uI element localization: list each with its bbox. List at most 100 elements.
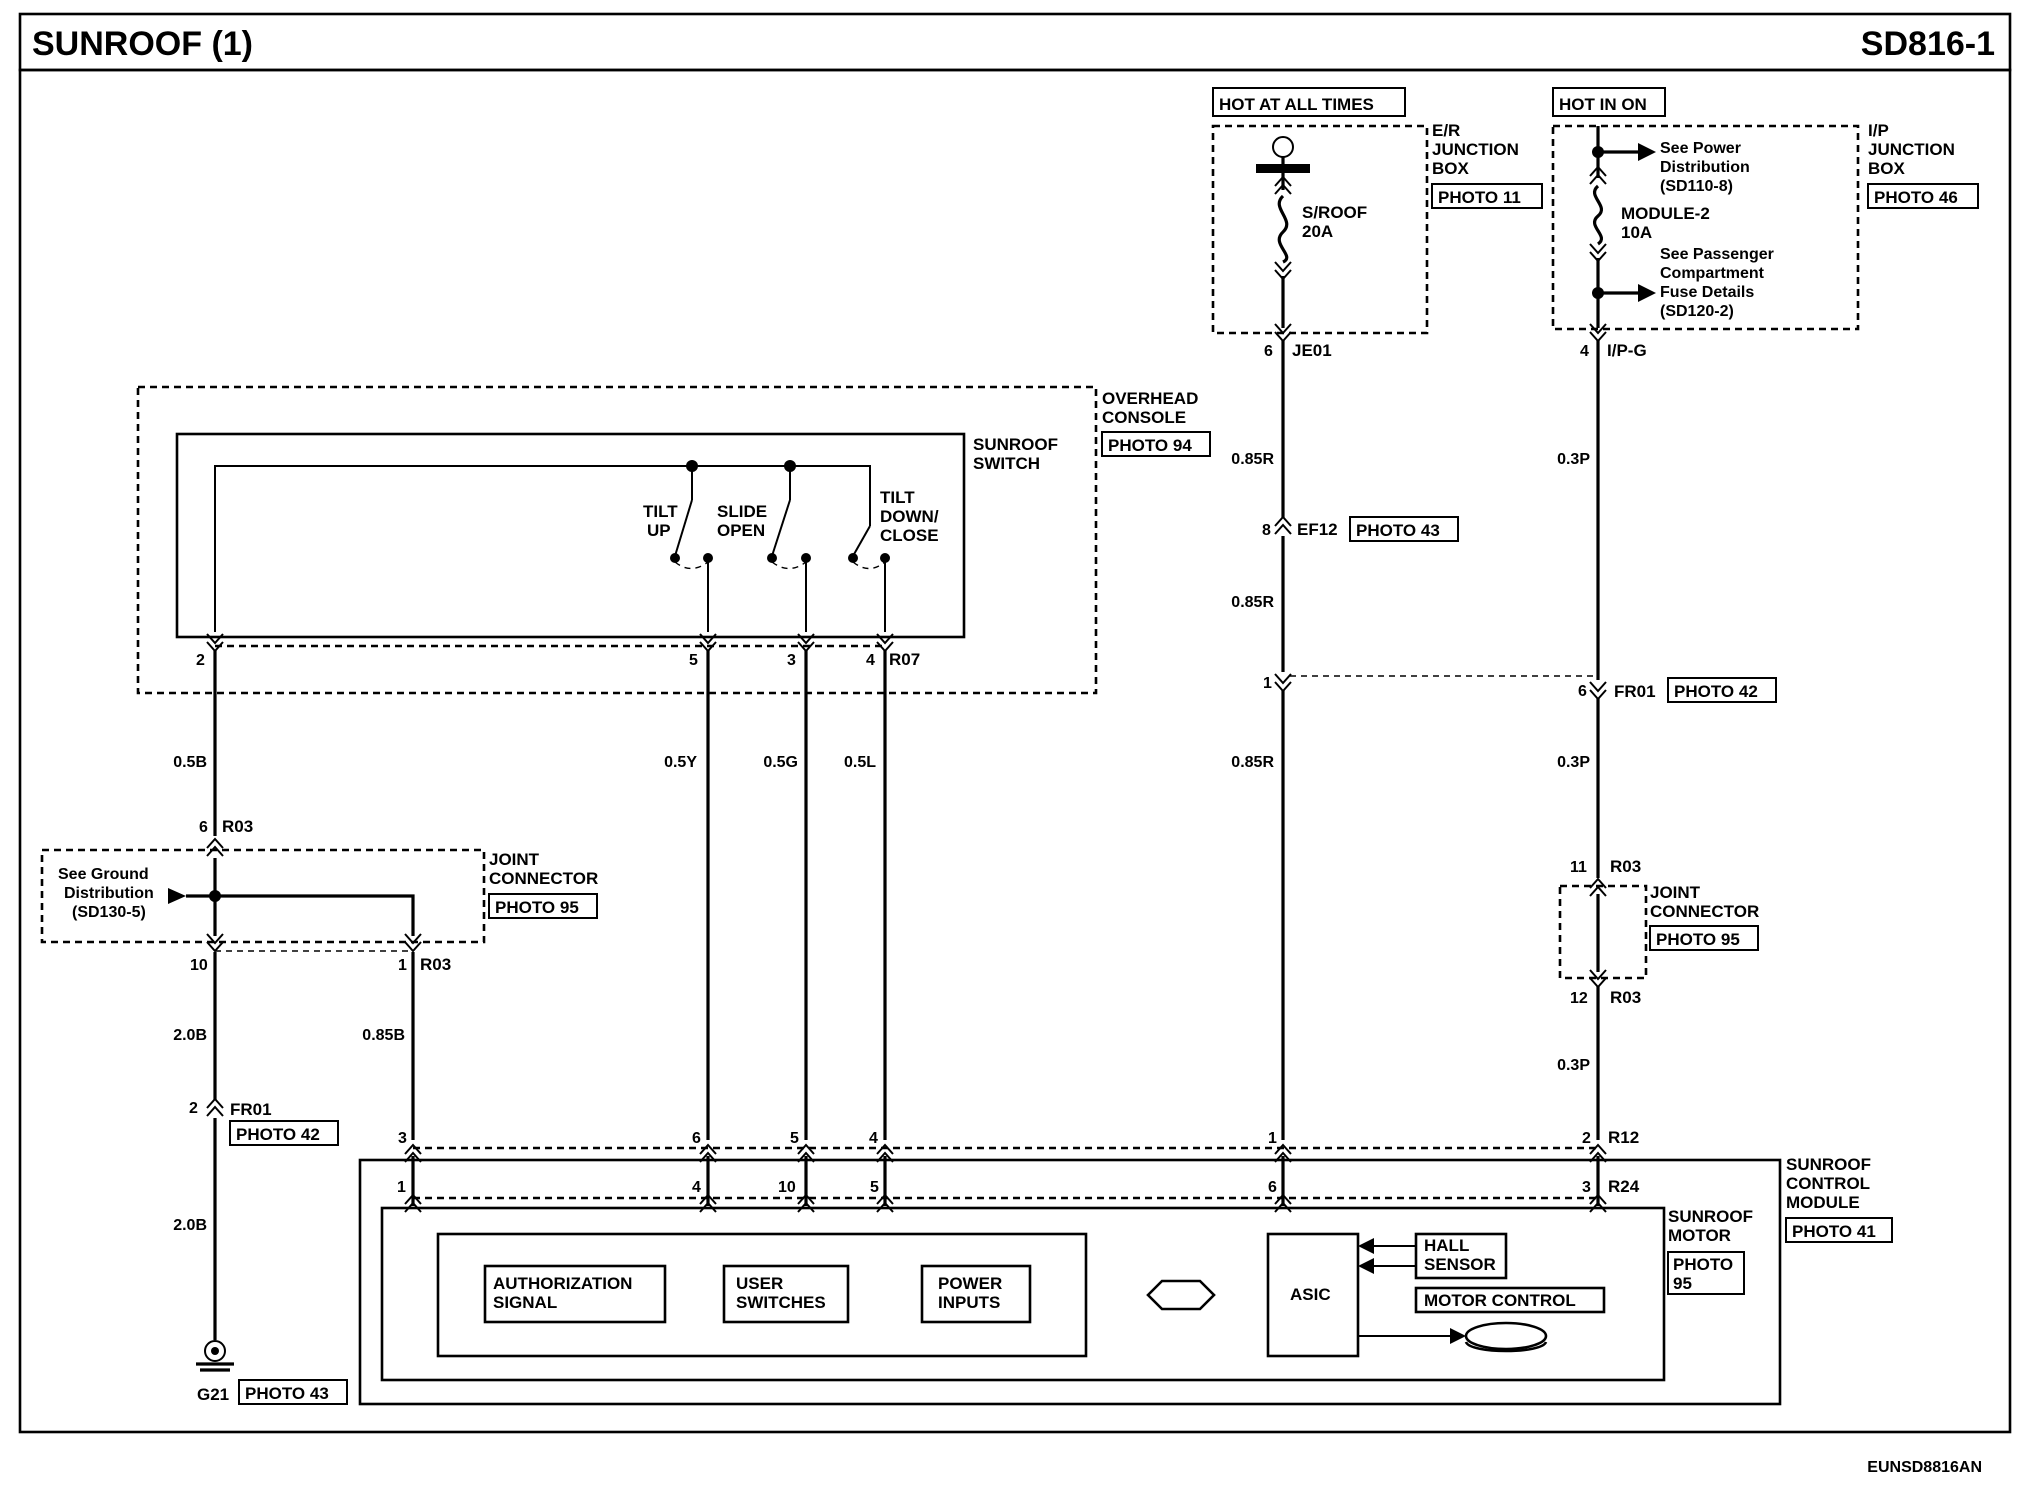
- wire-20b-b: 2.0B: [173, 1217, 207, 1234]
- er-photo-ref: PHOTO 11: [1438, 188, 1521, 207]
- joint-left-bot-pin-1: 1: [398, 957, 407, 974]
- doc-code: EUNSD8816AN: [1867, 1459, 1982, 1476]
- joint-left-top-conn: R03: [222, 817, 253, 836]
- wire-03p-b: 0.3P: [1557, 754, 1590, 771]
- fr01-right-pin-6: 6: [1578, 683, 1587, 700]
- ipg-pin: 4: [1580, 343, 1589, 360]
- fr01-left-label: FR01: [230, 1100, 272, 1119]
- arrow-right-icon: [1638, 284, 1656, 302]
- r24-pin-3: 3: [1582, 1179, 1591, 1196]
- sunroof-motor: [380, 1206, 1666, 1382]
- r24-label: R24: [1608, 1177, 1640, 1196]
- je01-label: JE01: [1292, 341, 1332, 360]
- r12-pin-3: 3: [398, 1130, 407, 1147]
- r24-pin-1: 1: [397, 1179, 406, 1196]
- g21-photo: PHOTO 43: [245, 1384, 329, 1403]
- arrow-right-icon: [1450, 1328, 1466, 1344]
- power-wire-085r: 6 JE01 0.85R 8 EF12 PHOTO 43 0.85R 1 0.8…: [1231, 323, 1459, 1140]
- hot-in-on-label: HOT IN ON: [1559, 95, 1647, 114]
- title-bar: SUNROOF (1) SD816-1: [18, 12, 2012, 72]
- ef12-label: EF12: [1297, 520, 1338, 539]
- r07-pin-3: 3: [787, 652, 796, 669]
- r07-pin-5: 5: [689, 652, 698, 669]
- fr01-left-pin: 2: [189, 1100, 198, 1117]
- hot-at-all-times-label: HOT AT ALL TIMES: [1219, 95, 1374, 114]
- joint-right-bot-pin: 12: [1570, 990, 1588, 1007]
- fr01-right-pin-1: 1: [1263, 675, 1272, 692]
- asic-label: ASIC: [1290, 1285, 1331, 1304]
- asic-block: [1266, 1232, 1360, 1358]
- motor-control-label: MOTOR CONTROL: [1424, 1291, 1576, 1310]
- ef12-photo: PHOTO 43: [1356, 521, 1440, 540]
- joint-right-top-pin: 11: [1570, 859, 1587, 876]
- je01-pin: 6: [1264, 343, 1273, 360]
- wire-05l: 0.5L: [844, 754, 876, 771]
- arrow-left-icon: [1358, 1238, 1374, 1254]
- r12-pin-5: 5: [790, 1130, 799, 1147]
- joint-right-photo: PHOTO 95: [1656, 930, 1740, 949]
- joint-right-top-conn: R03: [1610, 857, 1641, 876]
- g21-label: G21: [197, 1385, 229, 1404]
- diagram-frame: [18, 68, 2012, 1434]
- wire-05b: 0.5B: [173, 754, 207, 771]
- logic-block: [436, 1232, 1088, 1358]
- joint-left-top-pin: 6: [199, 819, 208, 836]
- r24-pin-10: 10: [778, 1179, 796, 1196]
- r12-label: R12: [1608, 1128, 1639, 1147]
- joint-left-bot-pin-10: 10: [190, 957, 208, 974]
- page-title: SUNROOF (1): [32, 25, 253, 63]
- wire-085r-b: 0.85R: [1231, 594, 1274, 611]
- sunroof-switch: [175, 432, 966, 639]
- r07-pin-2: 2: [196, 652, 205, 669]
- module-fuse-icon: [1593, 184, 1603, 246]
- page-code: SD816-1: [1861, 25, 1995, 63]
- sroof-fuse-icon: [1277, 194, 1289, 264]
- wire-03p-c: 0.3P: [1557, 1057, 1590, 1074]
- wire-085r-a: 0.85R: [1231, 451, 1274, 468]
- module-connector-r12: 3 6 5 4 1 2 R12: [398, 1128, 1639, 1163]
- wire-20b-a: 2.0B: [173, 1027, 207, 1044]
- battery-terminal-icon: [1272, 136, 1294, 158]
- r24-pin-6: 6: [1268, 1179, 1277, 1196]
- fr01-left-photo: PHOTO 42: [236, 1125, 320, 1144]
- joint-right-bot-conn: R03: [1610, 988, 1641, 1007]
- joint-left-photo: PHOTO 95: [495, 898, 579, 917]
- switch-wires: 0.5Y 0.5G 0.5L: [664, 650, 887, 1140]
- r12-pin-6: 6: [692, 1130, 701, 1147]
- r07-connector-label: R07: [889, 650, 920, 669]
- ipg-label: I/P-G: [1607, 341, 1647, 360]
- r12-pin-2: 2: [1582, 1130, 1591, 1147]
- r12-pin-1: 1: [1268, 1130, 1277, 1147]
- fr01-right-photo: PHOTO 42: [1674, 682, 1758, 701]
- r24-pin-5: 5: [870, 1179, 879, 1196]
- ground-icon: [204, 1340, 226, 1362]
- r12-pin-4: 4: [869, 1130, 878, 1147]
- fr01-right-label: FR01: [1614, 682, 1656, 701]
- arrow-right-icon: [168, 888, 186, 904]
- sunroof-control-module: [358, 1158, 1782, 1406]
- arrow-right-icon: [1638, 143, 1656, 161]
- r07-pin-4: 4: [866, 652, 875, 669]
